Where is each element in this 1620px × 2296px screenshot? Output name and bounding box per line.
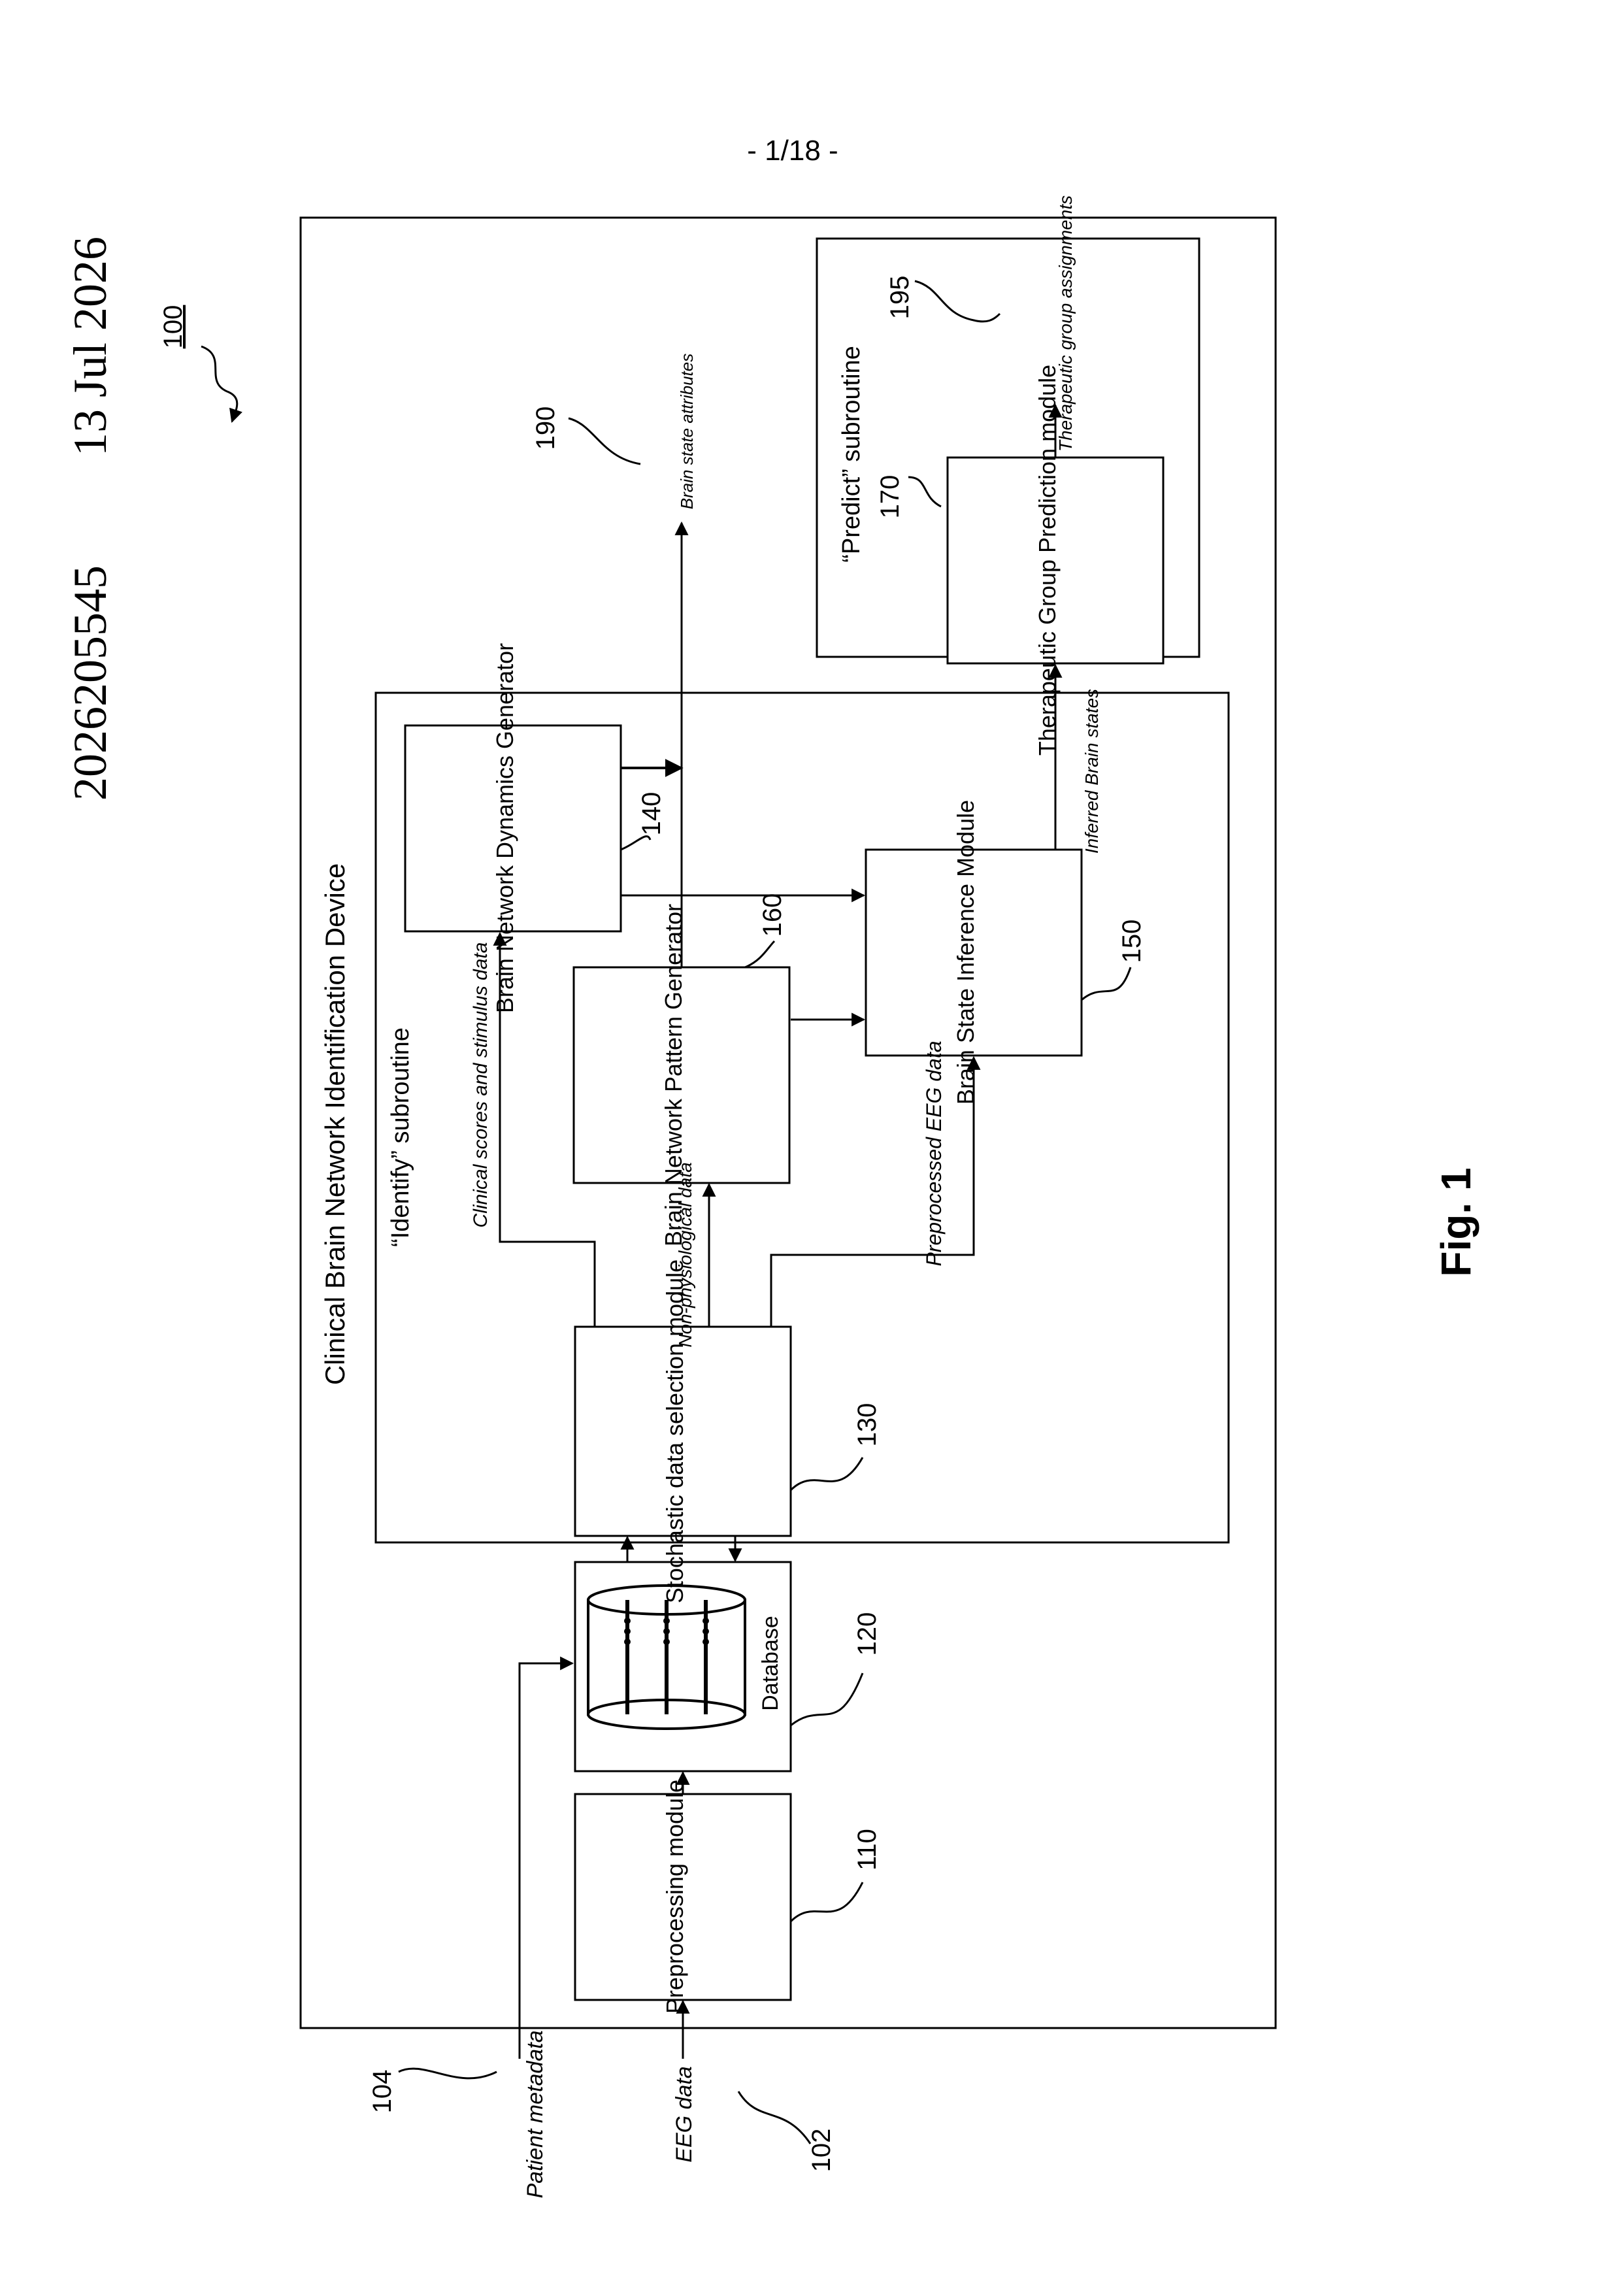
metadata-input-arrow (520, 1663, 572, 2059)
ref-160-leader (745, 941, 774, 967)
reference-100-leader (201, 346, 237, 422)
inferred-states-label: Inferred Brain states (1082, 689, 1102, 854)
publication-date: 13 Jul 2026 (64, 237, 116, 456)
ref-104: 104 (368, 2070, 397, 2114)
ref-102-leader (738, 2091, 810, 2144)
therapeutic-assignments-label: Therapeutic group assignments (1055, 195, 1076, 452)
ref-110-leader (791, 1882, 863, 1922)
predict-subroutine-label: “Predict” subroutine (838, 346, 865, 563)
ref-190: 190 (531, 407, 560, 450)
ref-195-leader (915, 281, 1000, 322)
ref-160: 160 (758, 893, 787, 937)
page-number: - 1/18 - (747, 135, 838, 167)
database-label: Database (758, 1616, 783, 1711)
brain-state-attributes-label: Brain state attributes (677, 354, 697, 509)
inference-module-label: Brain State Inference Module (952, 800, 979, 1105)
eeg-data-label: EEG data (672, 2066, 697, 2162)
database-icon (588, 1586, 745, 1729)
identify-subroutine-label: “Identify” subroutine (387, 1027, 414, 1247)
svg-text:Therapeutic group assignments: Therapeutic group assignments (1055, 195, 1076, 452)
ref-170-leader (908, 477, 941, 507)
non-physiological-label: Non-physiological data (675, 1162, 695, 1347)
clinical-scores-label: Clinical scores and stimulus data (470, 942, 491, 1228)
ref-140: 140 (637, 792, 666, 836)
ref-170: 170 (876, 475, 904, 519)
svg-text:Non-physiological data: Non-physiological data (675, 1162, 695, 1347)
ref-140-leader (621, 837, 650, 850)
svg-text:Clinical scores and stimulus d: Clinical scores and stimulus data (470, 942, 491, 1228)
dynamics-generator-label: Brain Network Dynamics Generator (491, 643, 518, 1013)
svg-text:Inferred Brain states: Inferred Brain states (1082, 689, 1102, 854)
ref-150-leader (1082, 967, 1131, 1000)
ref-110: 110 (853, 1829, 882, 1871)
patient-metadata-label: Patient metadata (523, 2030, 548, 2198)
ref-120: 120 (853, 1612, 882, 1656)
ref-150: 150 (1117, 920, 1146, 963)
figure-caption: Fig. 1 (1432, 1167, 1479, 1276)
ref-130-leader (791, 1457, 863, 1490)
publication-number: 2026205545 (64, 565, 116, 801)
preprocessed-eeg-label: Preprocessed EEG data (922, 1040, 946, 1266)
svg-text:Brain state attributes: Brain state attributes (677, 354, 697, 509)
ref-130: 130 (853, 1403, 882, 1447)
svg-text:Patient metadata: Patient metadata (523, 2030, 548, 2198)
ref-104-leader (399, 2069, 497, 2078)
device-title: Clinical Brain Network Identification De… (320, 863, 350, 1385)
figure-reference-100: 100 (159, 305, 188, 349)
ref-102: 102 (807, 2129, 836, 2172)
svg-text:Preprocessed EEG data: Preprocessed EEG data (922, 1040, 946, 1266)
preprocessing-module-label: Preprocessing module (661, 1780, 688, 2014)
svg-text:EEG data: EEG data (672, 2066, 697, 2162)
ref-195: 195 (885, 276, 914, 320)
ref-120-leader (791, 1673, 863, 1725)
ref-190-leader (569, 418, 640, 464)
